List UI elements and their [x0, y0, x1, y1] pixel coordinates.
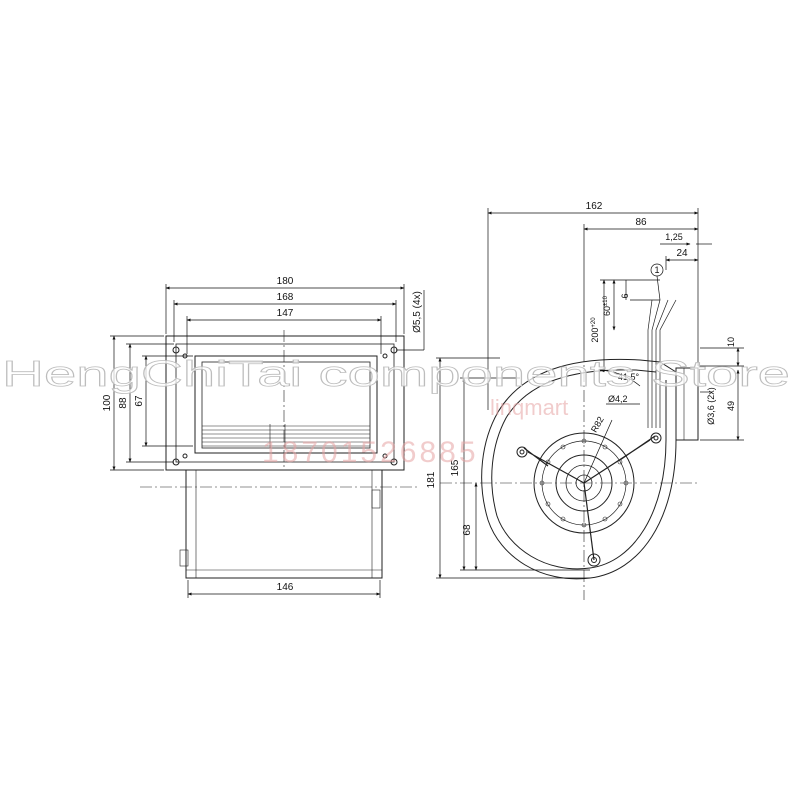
side-dimensions: [436, 208, 744, 579]
dim-10: 10: [726, 337, 736, 347]
dim-60: 60±10: [602, 295, 612, 316]
watermark: linqmart 18701526885 HengChiTai componen…: [2, 353, 791, 469]
dim-200-tol: +20: [591, 317, 597, 328]
side-view: [440, 299, 700, 600]
side-outlet-flange: [675, 367, 699, 441]
dim-hole-55: Ø5,5 (4x): [412, 291, 423, 333]
dim-200-value: 200: [590, 328, 600, 343]
front-impeller-blades: [202, 424, 370, 448]
dim-1-25: 1,25: [665, 232, 683, 242]
dim-68: 68: [462, 524, 473, 536]
dim-hole-4-2: Ø4,2: [608, 394, 628, 404]
watermark-phone: 18701526885: [262, 436, 479, 469]
watermark-store-name: HengChiTai components Store: [2, 353, 790, 394]
dim-165: 165: [450, 459, 461, 476]
dim-162: 162: [586, 201, 603, 212]
dim-60-tol: ±10: [603, 295, 609, 306]
motor-support-arms: [523, 435, 656, 561]
front-dimensions: [110, 284, 425, 598]
dim-88: 88: [118, 397, 129, 409]
dim-hole-3-6: Ø3,6 (2x): [706, 387, 716, 425]
dim-24: 24: [676, 248, 688, 259]
dim-200: 200+20: [590, 317, 600, 343]
dim-6: 6: [620, 293, 630, 298]
dim-67: 67: [134, 395, 145, 407]
dim-146: 146: [277, 582, 294, 593]
front-mounting-holes: [172, 346, 398, 466]
dim-180: 180: [277, 276, 294, 287]
dim-100: 100: [102, 394, 113, 411]
dim-60-value: 60: [602, 306, 612, 316]
dim-60-group: 60±10: [602, 295, 612, 316]
scroll-housing: [481, 358, 677, 580]
dim-angle-41-5: 41,5°: [618, 372, 640, 382]
motor-cable: [647, 299, 677, 428]
dim-181: 181: [426, 471, 437, 488]
dim-r82: R82: [589, 415, 606, 434]
watermark-sub-text: linqmart: [490, 395, 568, 420]
dim-86: 86: [635, 217, 647, 228]
dim-147: 147: [277, 308, 294, 319]
dim-49: 49: [726, 401, 736, 411]
front-outlet-opening: [194, 355, 378, 454]
callout-number: 1: [654, 265, 659, 275]
dim-168: 168: [277, 292, 294, 303]
dim-200-group: 200+20: [590, 317, 600, 343]
front-housing-body: [185, 469, 383, 579]
front-view: [140, 330, 420, 579]
